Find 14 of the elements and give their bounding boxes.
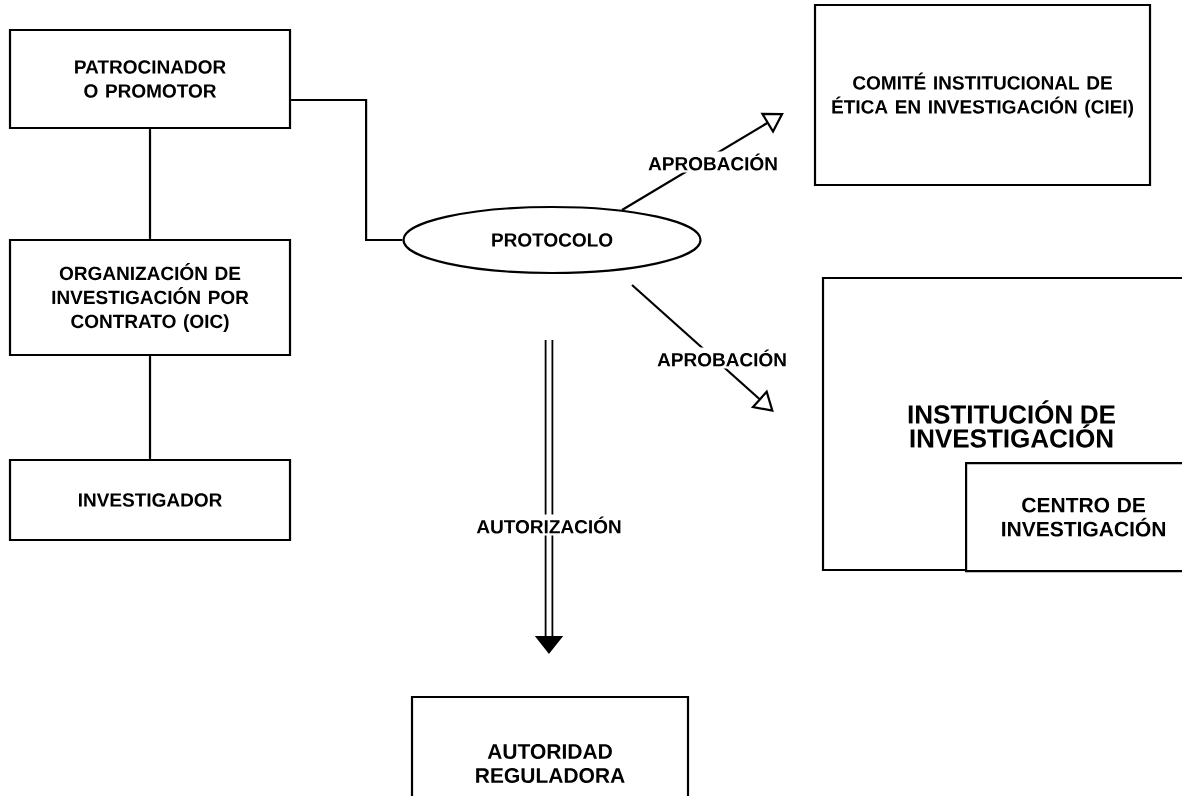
connector: [148, 356, 152, 459]
connector: [148, 129, 152, 239]
ellipse-node: PROTOCOLO: [402, 205, 702, 275]
connector: [291, 98, 403, 242]
connector: [631, 284, 774, 412]
edge-label: APROBACIÓN: [655, 347, 789, 369]
process-box: INVESTIGADOR: [8, 458, 292, 542]
process-box: CENTRO DE INVESTIGACIÓN: [965, 462, 1182, 573]
process-box: AUTORIDAD REGULADORA: [410, 695, 690, 796]
edge-label: APROBACIÓN: [646, 151, 780, 173]
edge-label: AUTORIZACIÓN: [474, 514, 624, 536]
process-box: COMITÉ INSTITUCIONAL DE ÉTICA EN INVESTIGACIÓN (CIEI): [813, 3, 1152, 187]
process-box: ORGANIZACIÓN DE INVESTIGACIÓN POR CONTRATO (OIC): [8, 238, 292, 357]
process-box: PATROCINADOR O PROMOTOR: [8, 28, 292, 130]
